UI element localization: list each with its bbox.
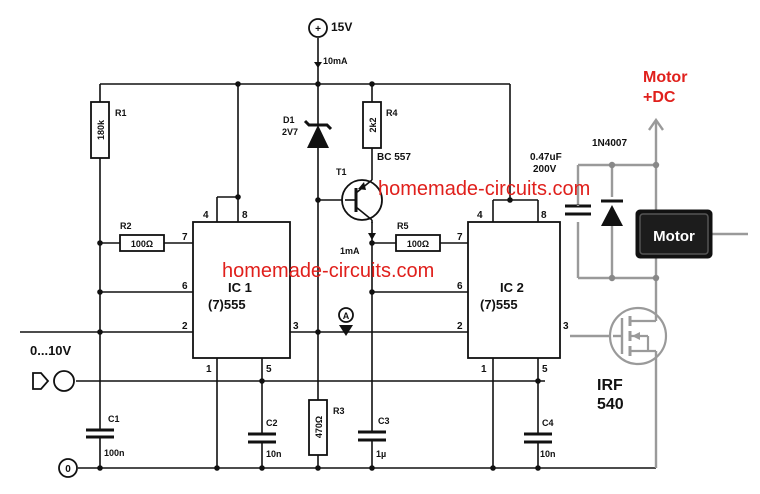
c1-value: 100n bbox=[104, 448, 125, 458]
resistor-r2: 100Ω R2 bbox=[119, 221, 165, 252]
resistor-r3: 470Ω R3 bbox=[308, 399, 345, 456]
mosfet-irf540: IRF 540 bbox=[597, 306, 668, 413]
diode-1n4007: 1N4007 bbox=[592, 138, 627, 226]
supply-voltage-label: 15V bbox=[331, 20, 352, 34]
plus-symbol: + bbox=[315, 24, 321, 35]
ic2-pin6: 6 bbox=[457, 281, 463, 292]
transistor-t1: T1 BC 557 1mA bbox=[336, 152, 411, 256]
ic1-pin7: 7 bbox=[182, 232, 188, 243]
c4-value: 10n bbox=[540, 449, 556, 459]
r5-value: 100Ω bbox=[407, 239, 429, 249]
r4-value: 2k2 bbox=[368, 117, 378, 132]
motor-title: Motor +DC bbox=[643, 69, 687, 106]
r5-name: R5 bbox=[397, 221, 409, 231]
ic2-pin5: 5 bbox=[542, 364, 548, 375]
capacitor-c1: C1 100n bbox=[86, 414, 125, 458]
resistor-r5: 100Ω R5 bbox=[395, 221, 441, 252]
ic1-pin4: 4 bbox=[203, 210, 209, 221]
capacitor-c4: C4 10n bbox=[524, 418, 556, 459]
ic1-name: IC 1 bbox=[228, 280, 252, 295]
r1-name: R1 bbox=[115, 108, 127, 118]
ic1-pin8: 8 bbox=[242, 210, 248, 221]
t1-current: 1mA bbox=[340, 246, 360, 256]
watermark-middle: homemade-circuits.com bbox=[222, 260, 434, 282]
input-range-label: 0...10V bbox=[30, 343, 72, 358]
ic2-pin4: 4 bbox=[477, 210, 483, 221]
resistor-r1: 180k R1 bbox=[90, 101, 127, 159]
ground-symbol: 0 bbox=[65, 464, 71, 475]
zener-diode-d1: D1 2V7 bbox=[282, 98, 333, 148]
supply-terminal: + 15V 10mA bbox=[308, 18, 352, 66]
cap-motor-line1: 0.47uF bbox=[530, 152, 562, 163]
r2-value: 100Ω bbox=[131, 239, 153, 249]
d1-name: D1 bbox=[283, 115, 295, 125]
c3-name: C3 bbox=[378, 416, 390, 426]
motor: Motor bbox=[635, 209, 713, 259]
ic1-pin1: 1 bbox=[206, 364, 212, 375]
t1-name: T1 bbox=[336, 167, 347, 177]
node-a-marker: A bbox=[338, 307, 354, 336]
capacitor-c2: C2 10n bbox=[248, 418, 282, 459]
cap-motor-line2: 200V bbox=[533, 164, 557, 175]
ic1-pin2: 2 bbox=[182, 321, 188, 332]
c2-name: C2 bbox=[266, 418, 278, 428]
r3-value: 470Ω bbox=[314, 416, 324, 438]
resistor-r4: 2k2 R4 bbox=[362, 101, 398, 149]
ic2-pin3: 3 bbox=[563, 321, 569, 332]
d1-value: 2V7 bbox=[282, 127, 298, 137]
motor-label: Motor bbox=[653, 228, 695, 245]
input-terminal: 0...10V bbox=[30, 343, 75, 392]
r3-name: R3 bbox=[333, 406, 345, 416]
ic2-pin2: 2 bbox=[457, 321, 463, 332]
capacitor-c3: C3 1µ bbox=[358, 416, 390, 459]
diode-motor-value: 1N4007 bbox=[592, 138, 627, 149]
motor-title-line2: +DC bbox=[643, 89, 676, 106]
c3-value: 1µ bbox=[376, 449, 386, 459]
c2-value: 10n bbox=[266, 449, 282, 459]
ic1-555: 4 8 7 6 2 3 1 5 IC 1 (7)555 bbox=[182, 210, 299, 375]
c1-name: C1 bbox=[108, 414, 120, 424]
motor-wires bbox=[570, 117, 748, 468]
ic1-type: (7)555 bbox=[208, 297, 246, 312]
capacitor-motor: 0.47uF 200V bbox=[530, 152, 591, 216]
mosfet-line2: 540 bbox=[597, 396, 624, 413]
ic1-pin3: 3 bbox=[293, 321, 299, 332]
ic2-pin8: 8 bbox=[541, 210, 547, 221]
node-a-label: A bbox=[343, 311, 350, 321]
r2-name: R2 bbox=[120, 221, 132, 231]
ic2-pin7: 7 bbox=[457, 232, 463, 243]
watermark-top: homemade-circuits.com bbox=[378, 178, 590, 200]
ic2-type: (7)555 bbox=[480, 297, 518, 312]
r1-value: 180k bbox=[96, 119, 106, 140]
ic2-pin1: 1 bbox=[481, 364, 487, 375]
ic2-name: IC 2 bbox=[500, 280, 524, 295]
c4-name: C4 bbox=[542, 418, 554, 428]
wires bbox=[20, 38, 656, 469]
mosfet-line1: IRF bbox=[597, 377, 623, 394]
ic2-555: 4 8 7 6 2 3 1 5 IC 2 (7)555 bbox=[457, 210, 569, 375]
ic1-pin6: 6 bbox=[182, 281, 188, 292]
t1-value: BC 557 bbox=[377, 152, 411, 163]
junctions bbox=[97, 81, 660, 471]
motor-title-line1: Motor bbox=[643, 69, 687, 86]
supply-current-label: 10mA bbox=[323, 56, 348, 66]
r4-name: R4 bbox=[386, 108, 398, 118]
ground-terminal: 0 bbox=[58, 458, 78, 478]
ic1-pin5: 5 bbox=[266, 364, 272, 375]
